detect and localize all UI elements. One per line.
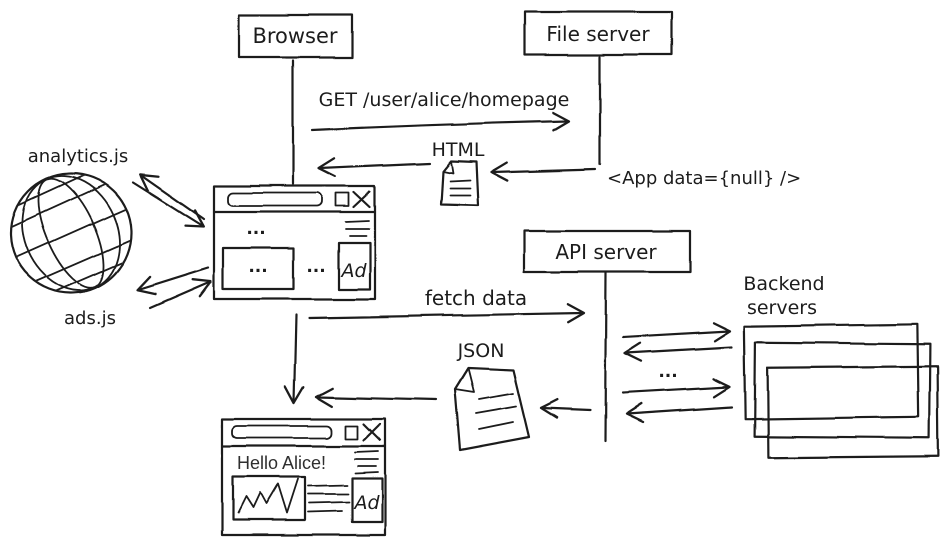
html-document-icon — [439, 159, 480, 207]
browser-window-rendered — [220, 417, 387, 537]
backend-servers-icon — [743, 322, 940, 459]
get-request-label: GET /user/alice/homepage — [319, 89, 570, 111]
menu-lines-icon — [354, 450, 379, 474]
arrow-get-request — [310, 111, 571, 132]
arrow-json-from-api — [539, 398, 592, 419]
rendered-greeting: Hello Alice! — [237, 453, 326, 473]
skeleton-menu-ellipsis: ... — [246, 219, 265, 239]
arrow-api-to-backend-2 — [621, 377, 732, 398]
maximize-icon — [335, 192, 350, 207]
browser-node-label: Browser — [252, 24, 337, 48]
ad-slot-box — [350, 476, 384, 524]
arrow-api-to-backend-1 — [621, 321, 732, 342]
browser-node-box — [237, 13, 354, 59]
text-placeholder-lines — [307, 484, 350, 513]
close-icon — [352, 190, 372, 209]
url-bar — [231, 425, 333, 439]
analytics-script-label: analytics.js — [28, 146, 129, 167]
server-rect-1 — [743, 322, 920, 421]
browser-window-skeleton — [212, 184, 377, 301]
json-label: JSON — [457, 340, 505, 362]
close-icon — [362, 422, 382, 442]
arrow-analytics-to-globe — [139, 173, 206, 221]
ads-script-label: ads.js — [64, 308, 116, 329]
fetch-data-label: fetch data — [425, 286, 527, 310]
maximize-icon — [345, 425, 359, 440]
url-bar — [227, 192, 323, 207]
arrow-backend-to-api-2 — [624, 402, 734, 424]
backend-label-line1: Backend — [743, 273, 824, 295]
chart-box — [231, 475, 307, 522]
skeleton-ad-label: Ad — [339, 260, 367, 282]
ad-slot-box — [337, 241, 372, 291]
backend-link-ellipsis: ... — [658, 362, 677, 382]
arrow-backend-to-api-1 — [623, 342, 734, 363]
server-rect-2 — [753, 341, 932, 439]
app-markup-label: <App data={null} /> — [607, 168, 801, 189]
api-server-node-box — [522, 229, 692, 274]
arrow-render-down — [284, 313, 305, 405]
skeleton-side-ellipsis: ... — [306, 257, 325, 277]
arrow-ads-to-globe — [135, 266, 210, 296]
menu-lines-icon — [345, 220, 370, 237]
arrow-html-to-browser — [317, 157, 432, 178]
server-rect-3 — [766, 365, 940, 459]
html-label: HTML — [432, 139, 485, 161]
chart-zigzag-line — [237, 478, 299, 514]
backend-label-line2: servers — [747, 297, 817, 319]
globe-icon — [8, 171, 134, 295]
api-server-lifeline — [603, 271, 608, 443]
api-server-node-label: API server — [555, 240, 657, 264]
arrow-json-to-browser — [314, 387, 438, 408]
arrow-analytics-to-browser — [131, 180, 205, 228]
arrow-ads-to-browser — [148, 278, 213, 310]
arrow-fetch-data — [307, 303, 586, 324]
file-server-node-box — [523, 10, 674, 57]
file-server-node-label: File server — [546, 22, 650, 46]
content-placeholder-box — [221, 246, 296, 291]
json-document-icon — [453, 366, 531, 452]
rendered-ad-label: Ad — [352, 492, 380, 514]
skeleton-box-ellipsis: ... — [248, 257, 267, 277]
arrow-html-from-file-server — [489, 161, 597, 182]
